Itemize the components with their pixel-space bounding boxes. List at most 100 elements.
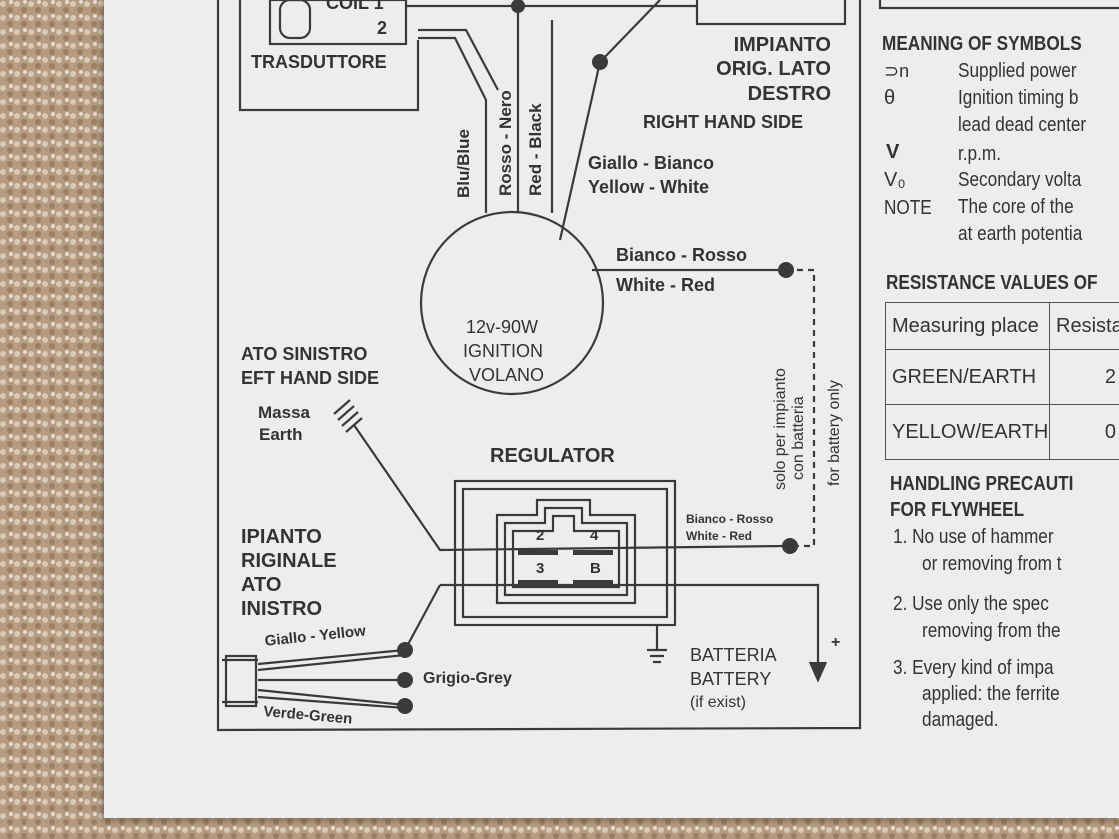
legend-text-power: Supplied power <box>958 60 1077 82</box>
battery-plus-label: + <box>831 634 841 651</box>
top-junction-dot <box>511 0 525 13</box>
regulator-outer <box>453 479 677 627</box>
impianto-sinistro-line-1: IPIANTO <box>241 526 322 548</box>
legend-symbol-timing: θ <box>884 87 896 109</box>
regulator-connector <box>495 498 637 605</box>
regulator-white-red-dot <box>782 538 798 554</box>
white-red-label: White - Red <box>616 275 715 295</box>
battery-wire <box>440 583 820 670</box>
terminal-4-pin <box>573 550 613 555</box>
impianto-destro-line-1: IMPIANTO <box>733 34 831 56</box>
terminal-b-label: B <box>590 560 601 577</box>
left-hand-side-label: EFT HAND SIDE <box>241 368 380 388</box>
table-header-place: Measuring place <box>885 302 1050 350</box>
precaution-2-line-1: 2. Use only the spec <box>893 593 1049 615</box>
blue-wire-edge <box>418 28 499 91</box>
legend-text-rpm: r.p.m. <box>958 143 1002 165</box>
blue-wire <box>418 36 488 213</box>
lato-sinistro-label: ATO SINISTRO <box>241 344 368 364</box>
flywheel-ignition-label: IGNITION <box>463 341 543 361</box>
legend-symbol-power: ⊃n <box>884 61 910 81</box>
earth-hatch <box>333 399 363 433</box>
legend-text-timing: Ignition timing b <box>958 87 1079 109</box>
legend-text-earth-potential: at earth potentia <box>958 223 1083 245</box>
precaution-1-line-1: 1. No use of hammer <box>893 526 1054 548</box>
diagram-frame <box>216 0 862 732</box>
right-hand-side-label: RIGHT HAND SIDE <box>643 112 804 132</box>
battery-label: BATTERY <box>690 669 772 689</box>
battery-only-it-1: solo per impianto <box>772 368 789 490</box>
green-wire <box>257 688 406 707</box>
table-row-green-place: GREEN/EARTH <box>885 349 1050 405</box>
earth-wire <box>353 424 787 552</box>
yellow-terminal-dot <box>397 642 413 658</box>
coil-label: COIL 1 <box>326 0 384 13</box>
grey-terminal-dot <box>397 672 413 688</box>
yellow-white-junction-dot <box>592 54 608 70</box>
terminal-b-pin <box>573 580 613 585</box>
trasduttore-box <box>238 0 420 112</box>
legend-symbol-rpm: V <box>886 141 900 163</box>
terminal-3-label: 3 <box>536 560 545 577</box>
grey-wire <box>404 584 441 651</box>
regulator-label: REGULATOR <box>490 445 615 467</box>
impianto-sinistro-line-3: ATO <box>241 574 282 596</box>
red-black-wire-label-en: Red - Black <box>526 103 545 196</box>
yellow-wire-2 <box>257 653 406 672</box>
battery-only-dashed <box>786 268 816 548</box>
trasduttore-label: TRASDUTTORE <box>251 52 387 72</box>
coil-connector <box>278 0 312 40</box>
terminal-4-label: 4 <box>590 527 599 544</box>
legend-frame <box>878 0 1119 10</box>
impianto-sinistro-line-4: INISTRO <box>241 598 323 620</box>
impianto-destro-line-2: ORIG. LATO <box>716 58 831 80</box>
impianto-sinistro-line-2: RIGINALE <box>241 550 337 572</box>
battery-only-it-2: con batteria <box>790 396 807 480</box>
giallo-bianco-label: Giallo - Bianco <box>588 153 715 173</box>
precaution-3-line-3: damaged. <box>922 709 999 731</box>
earth-label: Earth <box>259 425 303 444</box>
precaution-1-line-2: or removing from t <box>922 553 1062 575</box>
legend-title: MEANING OF SYMBOLS <box>882 33 1082 55</box>
left-connector-clip <box>222 658 258 704</box>
flywheel-volano-label: VOLANO <box>469 365 545 385</box>
table-row-green-value: 2 <box>1049 349 1119 405</box>
impianto-destro-line-3: DESTRO <box>747 83 831 105</box>
table-header-resistance: Resista <box>1049 302 1119 350</box>
precaution-3-line-2: applied: the ferrite <box>922 683 1060 705</box>
red-black-wire-label-it: Rosso - Nero <box>496 90 515 196</box>
regulator-mid <box>461 487 669 619</box>
green-terminal-dot <box>397 698 413 714</box>
blue-wire-label: Blu/Blue <box>454 129 473 198</box>
bianco-rosso-label: Bianco - Rosso <box>616 245 748 265</box>
legend-text-note: The core of the <box>958 196 1074 218</box>
massa-label: Massa <box>258 403 310 422</box>
legend-symbol-voltage: V₀ <box>884 169 906 191</box>
terminal-2-pin <box>518 550 558 555</box>
table-row-yellow-place: YELLOW/EARTH <box>885 404 1050 460</box>
white-red-terminal-dot <box>778 262 794 278</box>
battery-arrow <box>808 661 828 683</box>
regulator-white-red-label: White - Red <box>686 529 752 543</box>
grigio-grey-label: Grigio-Grey <box>423 670 512 687</box>
regulator-connector-inner-2 <box>511 514 621 589</box>
yellow-white-label: Yellow - White <box>588 177 710 197</box>
legend-text-dead-center: lead dead center <box>958 114 1087 136</box>
regulator-connector-inner <box>503 506 629 597</box>
precaution-3-line-1: 3. Every kind of impa <box>893 657 1054 679</box>
battery-only-en: for battery only <box>826 380 843 486</box>
batteria-label: BATTERIA <box>690 645 777 665</box>
terminal-3-pin <box>518 580 558 585</box>
precaution-2-line-2: removing from the <box>922 620 1061 642</box>
flywheel-circle <box>419 210 605 396</box>
legend-symbol-note: NOTE <box>884 197 932 219</box>
table-row-yellow-value: 0 <box>1049 404 1119 460</box>
left-connector <box>224 654 258 708</box>
green-wire-2 <box>257 695 406 710</box>
resistance-title: RESISTANCE VALUES OF <box>886 272 1098 294</box>
yellow-wire <box>257 648 406 666</box>
regulator-ground <box>647 625 667 664</box>
precautions-title-1: HANDLING PRECAUTI <box>890 473 1074 495</box>
coil-box <box>268 0 408 46</box>
